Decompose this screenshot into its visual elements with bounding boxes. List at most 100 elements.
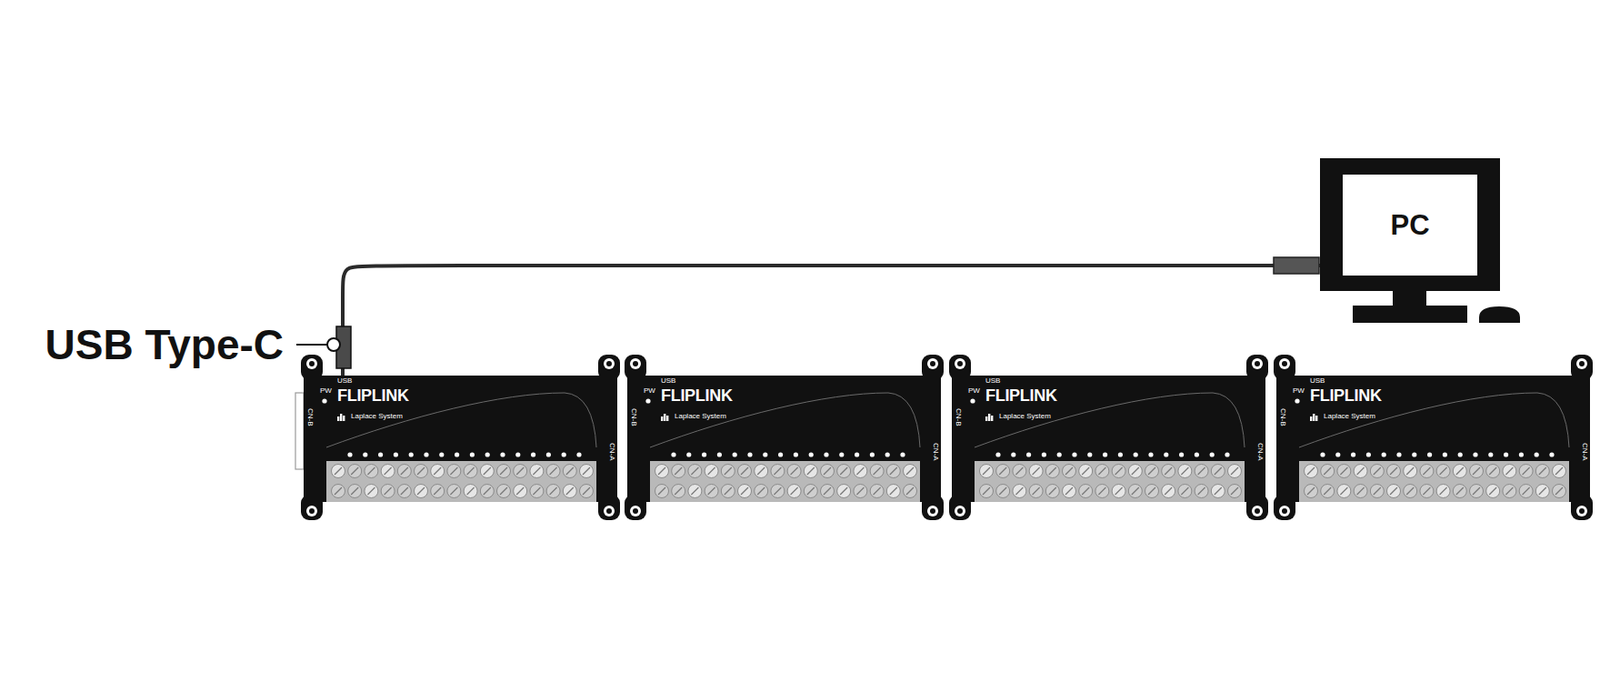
screw-slot — [1406, 467, 1414, 475]
terminal-screw — [397, 464, 411, 479]
terminal-screw — [903, 484, 918, 499]
mount-hole-core — [632, 508, 639, 514]
terminal-screw — [497, 484, 511, 499]
screw-slot — [1015, 467, 1023, 475]
callout-label: USB Type-C — [45, 323, 284, 366]
screw-slot — [582, 467, 590, 475]
monitor-frame — [1320, 158, 1500, 291]
mount-hole — [603, 358, 615, 370]
screw-slot — [1164, 467, 1172, 475]
terminal-screw — [1337, 484, 1351, 499]
screw-slot — [890, 487, 898, 495]
screw-slot — [773, 487, 781, 495]
terminal-led — [1427, 451, 1432, 457]
terminal-screw — [1045, 464, 1060, 479]
terminal-strip — [326, 460, 597, 502]
mount-hole — [1279, 505, 1290, 517]
screw-slot — [1489, 467, 1497, 475]
terminal-screw — [754, 464, 769, 479]
io-module-node: USBPWFLIPLINKLaplace SystemCN-BCN-A — [951, 375, 1266, 502]
screw-slot — [823, 487, 831, 495]
screw-slot — [1032, 487, 1040, 495]
terminal-led — [1488, 451, 1493, 457]
screw-slot — [1440, 467, 1448, 475]
screw-slot — [1390, 467, 1398, 475]
screw-slot — [790, 467, 799, 475]
module-body — [627, 375, 941, 502]
io-module-node: USBPWFLIPLINKLaplace SystemCN-BCN-A — [627, 375, 941, 502]
screw-slot — [1098, 487, 1106, 495]
screw-slot — [999, 467, 1007, 475]
mount-hole-core — [930, 508, 936, 514]
connector-label: CN-A — [1580, 442, 1589, 461]
terminal-screw — [1095, 484, 1110, 499]
usb-cable — [342, 265, 1320, 376]
terminal-screw — [1128, 464, 1142, 479]
led-label: PW — [643, 387, 656, 395]
connector-label: CN-B — [1279, 408, 1287, 427]
screw-slot — [840, 487, 848, 495]
mount-hole-core — [632, 360, 639, 367]
logo-bar — [1315, 415, 1318, 421]
terminal-led — [900, 451, 905, 457]
screw-slot — [1422, 487, 1430, 495]
terminal-screw — [1320, 464, 1335, 479]
screw-slot — [740, 467, 749, 475]
led-label: PW — [968, 387, 980, 395]
mount-hole — [603, 505, 615, 517]
terminal-screw — [414, 484, 429, 499]
screw-slot — [1357, 467, 1365, 475]
terminal-screw — [853, 484, 868, 499]
terminal-screw — [704, 484, 719, 499]
screw-slot — [658, 487, 666, 495]
terminal-led — [393, 451, 399, 457]
terminal-led — [1087, 451, 1092, 457]
connector-label: CN-A — [931, 442, 940, 461]
terminal-led — [1224, 451, 1230, 457]
terminal-screw — [1452, 484, 1467, 499]
screw-slot — [1180, 467, 1189, 475]
terminal-screw — [1178, 464, 1192, 479]
logo-bar — [1310, 416, 1312, 421]
terminal-screw — [1403, 484, 1418, 499]
terminal-screw — [562, 464, 577, 479]
terminal-screw — [720, 464, 735, 479]
terminal-screw — [853, 464, 868, 479]
terminal-screw — [1519, 464, 1533, 479]
screw-slot — [823, 467, 831, 475]
terminal-screw — [870, 464, 884, 479]
terminal-screw — [720, 484, 735, 499]
mount-hole-core — [957, 508, 963, 514]
logo-bar — [337, 416, 340, 421]
terminal-screw — [562, 484, 577, 499]
screw-slot — [708, 487, 716, 495]
screw-slot — [516, 487, 524, 495]
terminal-screw — [497, 464, 511, 479]
screw-slot — [500, 467, 508, 475]
screw-slot — [1065, 487, 1073, 495]
maker-name: Laplace System — [350, 412, 403, 420]
terminal-screw — [1228, 464, 1242, 479]
terminal-screw — [1320, 484, 1335, 499]
screw-slot — [982, 487, 990, 495]
terminal-screw — [513, 484, 528, 499]
screw-slot — [1555, 467, 1563, 475]
terminal-led — [1102, 451, 1108, 457]
terminal-led — [1210, 451, 1215, 457]
screw-slot — [467, 467, 475, 475]
terminal-screw — [1194, 484, 1209, 499]
logo-bar — [340, 413, 342, 421]
screw-slot — [1098, 467, 1106, 475]
terminal-screw — [1387, 484, 1401, 499]
terminal-screw — [1535, 484, 1550, 499]
led-label: PW — [320, 387, 332, 395]
terminal-screw — [655, 464, 670, 479]
terminal-screw — [820, 464, 835, 479]
mount-hole — [954, 358, 966, 370]
terminal-led — [1503, 451, 1509, 457]
mount-hole — [306, 358, 318, 370]
screw-slot — [582, 487, 590, 495]
terminal-screw — [996, 464, 1010, 479]
terminal-led — [1411, 451, 1417, 457]
terminal-led — [530, 451, 536, 457]
